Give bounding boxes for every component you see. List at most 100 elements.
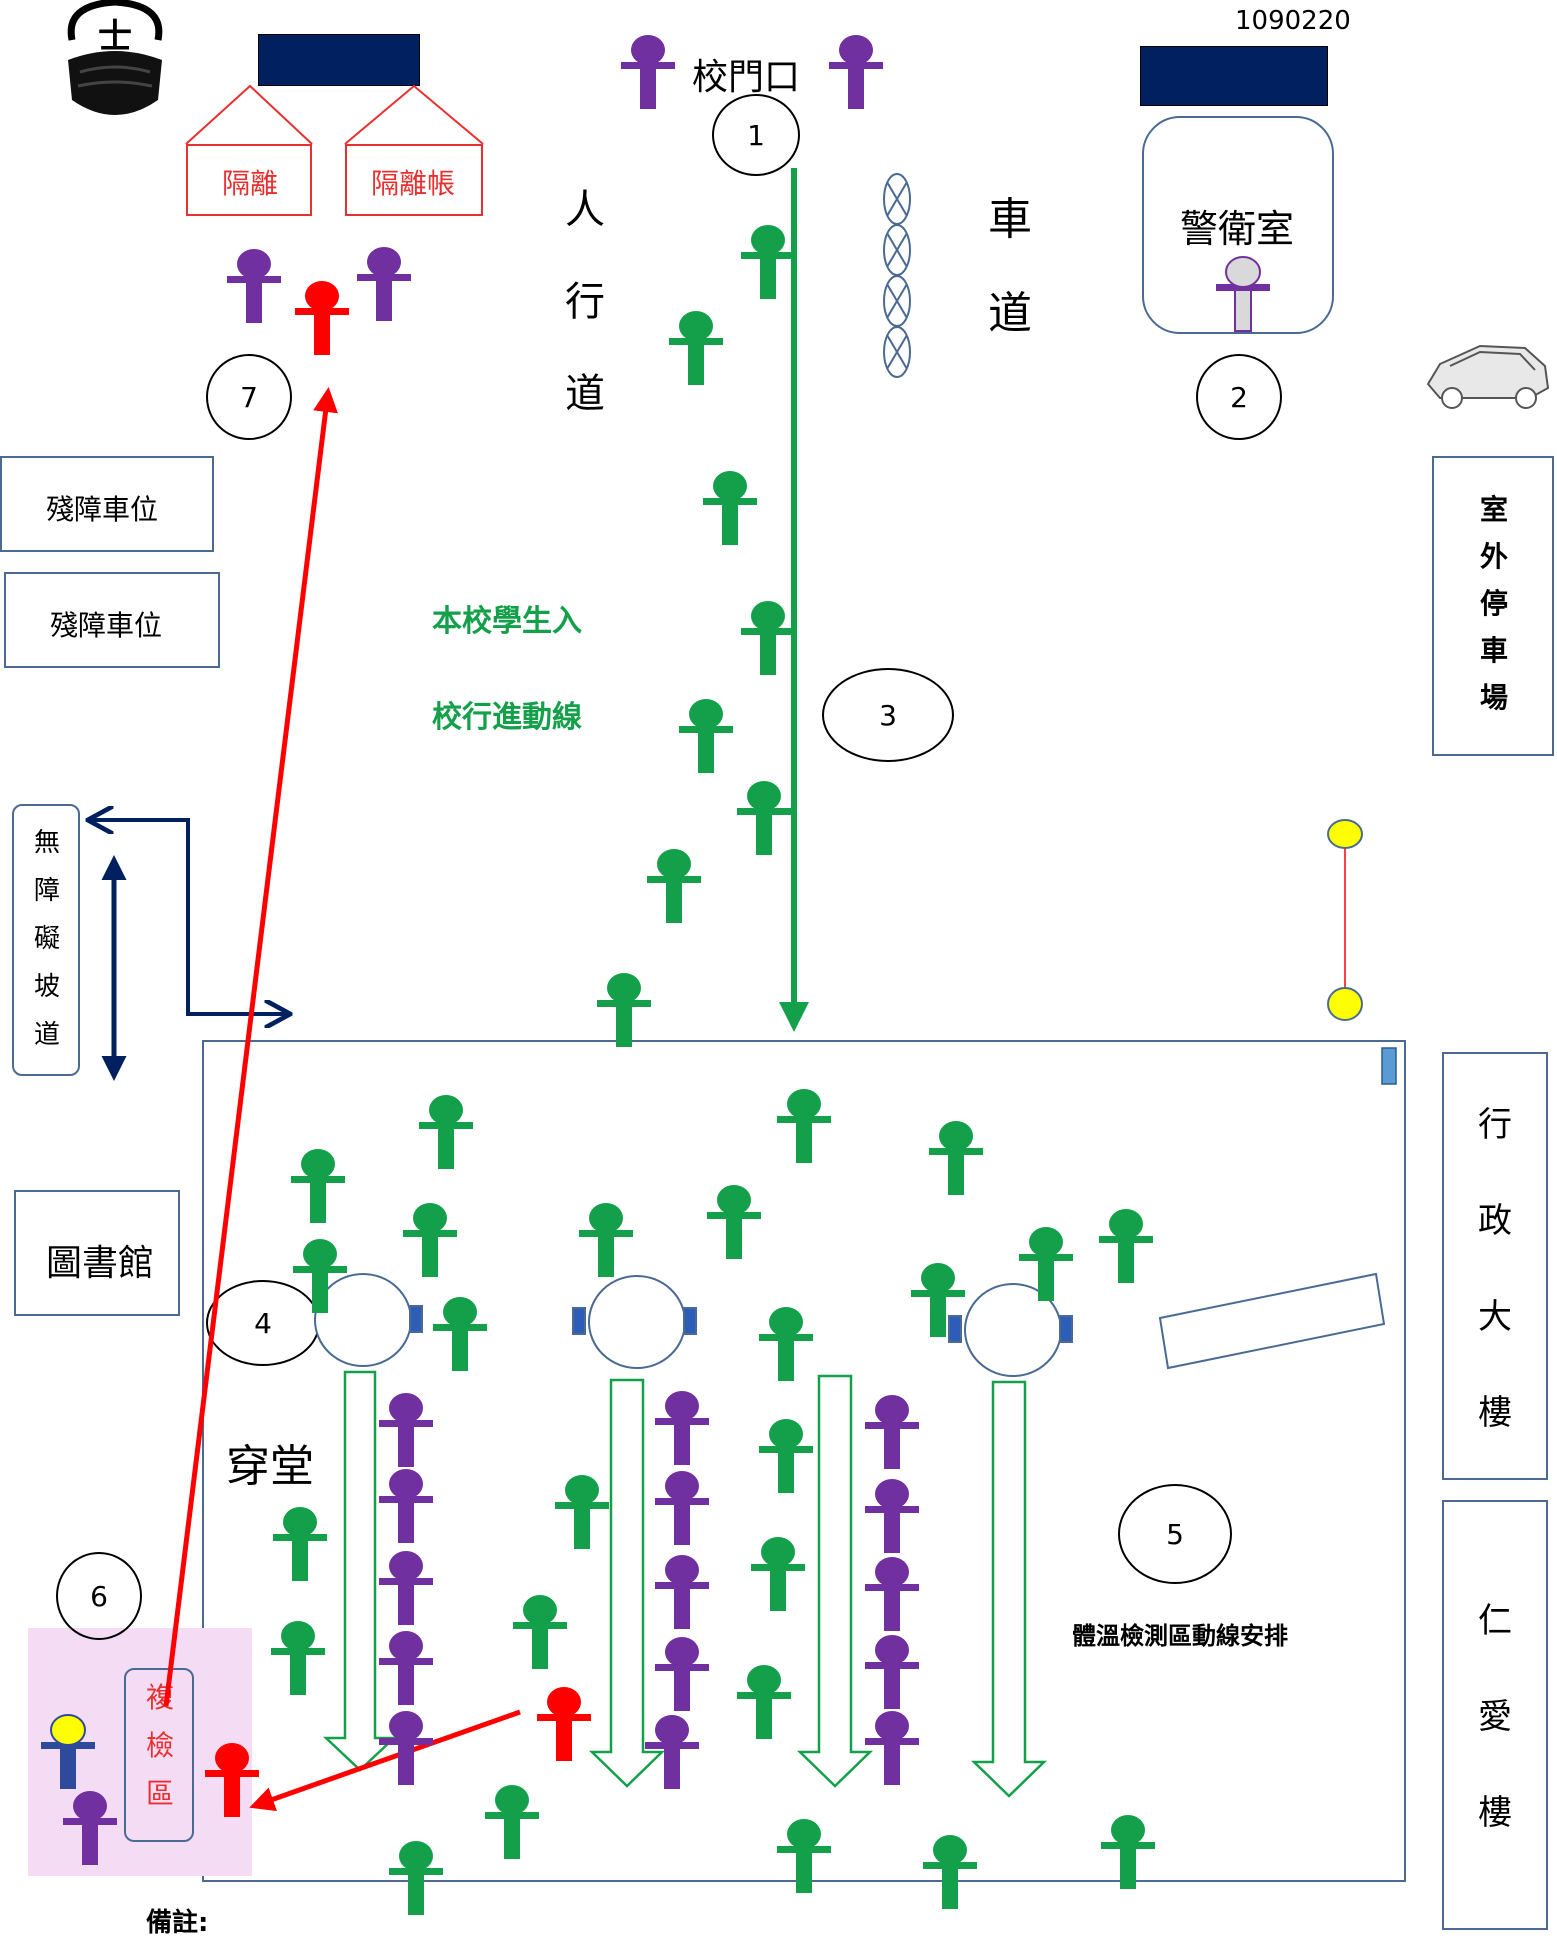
flow-arrows xyxy=(322,1370,1048,1798)
accessible-parking-2-label: 殘障車位 xyxy=(50,609,163,642)
person-icon xyxy=(777,1089,831,1163)
admin-building-label: 行 政 大 樓 xyxy=(1478,1105,1512,1433)
person-icon xyxy=(1101,1815,1155,1889)
person-icon xyxy=(403,1203,457,1277)
person-icon xyxy=(433,1297,487,1371)
tent-roof-bar xyxy=(258,34,420,86)
person-icon xyxy=(707,1185,761,1259)
svg-text:士: 士 xyxy=(98,17,132,57)
person-icon xyxy=(741,225,795,299)
hall-label: 穿堂 xyxy=(226,1441,314,1492)
library: 圖書館 xyxy=(14,1190,180,1316)
person-icon xyxy=(655,1471,709,1545)
walkway-label: 人 行 道 xyxy=(565,187,605,417)
person-icon xyxy=(379,1393,433,1467)
document-code: 1090220 xyxy=(1235,6,1351,36)
marker-5: 5 xyxy=(1118,1484,1232,1584)
person-icon xyxy=(293,1239,347,1313)
library-label: 圖書館 xyxy=(46,1243,155,1284)
accessible-parking-1-label: 殘障車位 xyxy=(46,493,159,526)
person-icon xyxy=(645,1715,699,1789)
person-icon xyxy=(379,1551,433,1625)
person-icon xyxy=(597,973,651,1047)
post-top xyxy=(1327,819,1363,849)
table xyxy=(1158,1272,1386,1370)
school-logo: 士 xyxy=(67,0,163,115)
driveway-label: 車 道 xyxy=(988,194,1032,339)
recheck-box: 複 檢 區 xyxy=(124,1668,194,1842)
person-icon xyxy=(379,1711,433,1785)
person-icon xyxy=(669,311,723,385)
person-icon xyxy=(741,601,795,675)
to-quarantine-arrow xyxy=(163,387,338,1707)
person-icon xyxy=(419,1095,473,1169)
person-icon xyxy=(655,1391,709,1465)
person-icon xyxy=(537,1687,591,1761)
marker-7: 7 xyxy=(206,354,292,440)
lane-barrier xyxy=(883,173,911,378)
person-icon xyxy=(513,1595,567,1669)
person-icon xyxy=(227,249,281,323)
person-icon xyxy=(829,35,883,109)
student-route-line1: 本校學生入 xyxy=(432,604,582,639)
ramp-label: 無 障 礙 坡 道 xyxy=(34,828,61,1050)
person-icon xyxy=(579,1203,633,1277)
scanner-stations xyxy=(314,1273,1073,1377)
person-icon xyxy=(1099,1209,1153,1283)
person-icon xyxy=(737,1665,791,1739)
person-icon xyxy=(759,1307,813,1381)
person-icon xyxy=(555,1475,609,1549)
person-icon xyxy=(485,1785,539,1859)
outdoor-parking-label: 室 外 停 車 場 xyxy=(1480,493,1509,714)
admin-building: 行 政 大 樓 xyxy=(1442,1052,1548,1480)
person-icon xyxy=(865,1479,919,1553)
person-icon xyxy=(291,1149,345,1223)
person-icon xyxy=(703,471,757,545)
person-icon xyxy=(1019,1227,1073,1301)
quarantine-box-left: 隔離 xyxy=(186,144,312,216)
tent-roof-left xyxy=(185,84,313,145)
marker-6: 6 xyxy=(56,1552,142,1640)
temp-area-caption: 體溫檢測區動線安排 xyxy=(1072,1622,1288,1650)
marker-1: 1 xyxy=(712,94,800,176)
accessible-parking-1: 殘障車位 xyxy=(0,456,214,552)
quarantine-right-label: 隔離帳 xyxy=(371,167,456,200)
gate-label: 校門口 xyxy=(692,57,801,98)
recheck-label: 複 檢 區 xyxy=(146,1681,175,1810)
outdoor-parking: 室 外 停 車 場 xyxy=(1432,456,1554,756)
person-icon xyxy=(647,849,701,923)
person-icon xyxy=(865,1395,919,1469)
person-icon xyxy=(379,1631,433,1705)
accessible-parking-2: 殘障車位 xyxy=(4,572,220,668)
person-icon xyxy=(777,1819,831,1893)
person-icon xyxy=(271,1621,325,1695)
person-icon xyxy=(929,1121,983,1195)
person-icon xyxy=(1216,256,1270,332)
tent-roof-right xyxy=(344,84,484,145)
person-icon xyxy=(389,1841,443,1915)
marker-3: 3 xyxy=(822,668,954,762)
person-icon xyxy=(865,1557,919,1631)
quarantine-left-label: 隔離 xyxy=(222,167,279,200)
guardroom-label: 警衛室 xyxy=(1180,207,1295,251)
person-icon xyxy=(759,1419,813,1493)
person-icon xyxy=(379,1469,433,1543)
person-icon xyxy=(865,1711,919,1785)
car-icon xyxy=(1426,344,1550,409)
person-icon xyxy=(655,1637,709,1711)
person-icon xyxy=(41,1714,95,1789)
accessible-ramp: 無 障 礙 坡 道 xyxy=(12,804,80,1076)
person-icon xyxy=(737,781,791,855)
student-route-line2: 校行進動線 xyxy=(432,700,582,735)
person-icon xyxy=(295,281,349,355)
renai-building-label: 仁 愛 樓 xyxy=(1478,1601,1512,1833)
person-icon xyxy=(357,247,411,321)
guardroom: 警衛室 xyxy=(1142,116,1334,334)
person-icon xyxy=(751,1537,805,1611)
person-icon xyxy=(273,1507,327,1581)
marker-2: 2 xyxy=(1196,354,1282,440)
person-icon xyxy=(63,1791,117,1865)
guard-roof-bar xyxy=(1140,46,1328,106)
person-icon xyxy=(923,1835,977,1909)
